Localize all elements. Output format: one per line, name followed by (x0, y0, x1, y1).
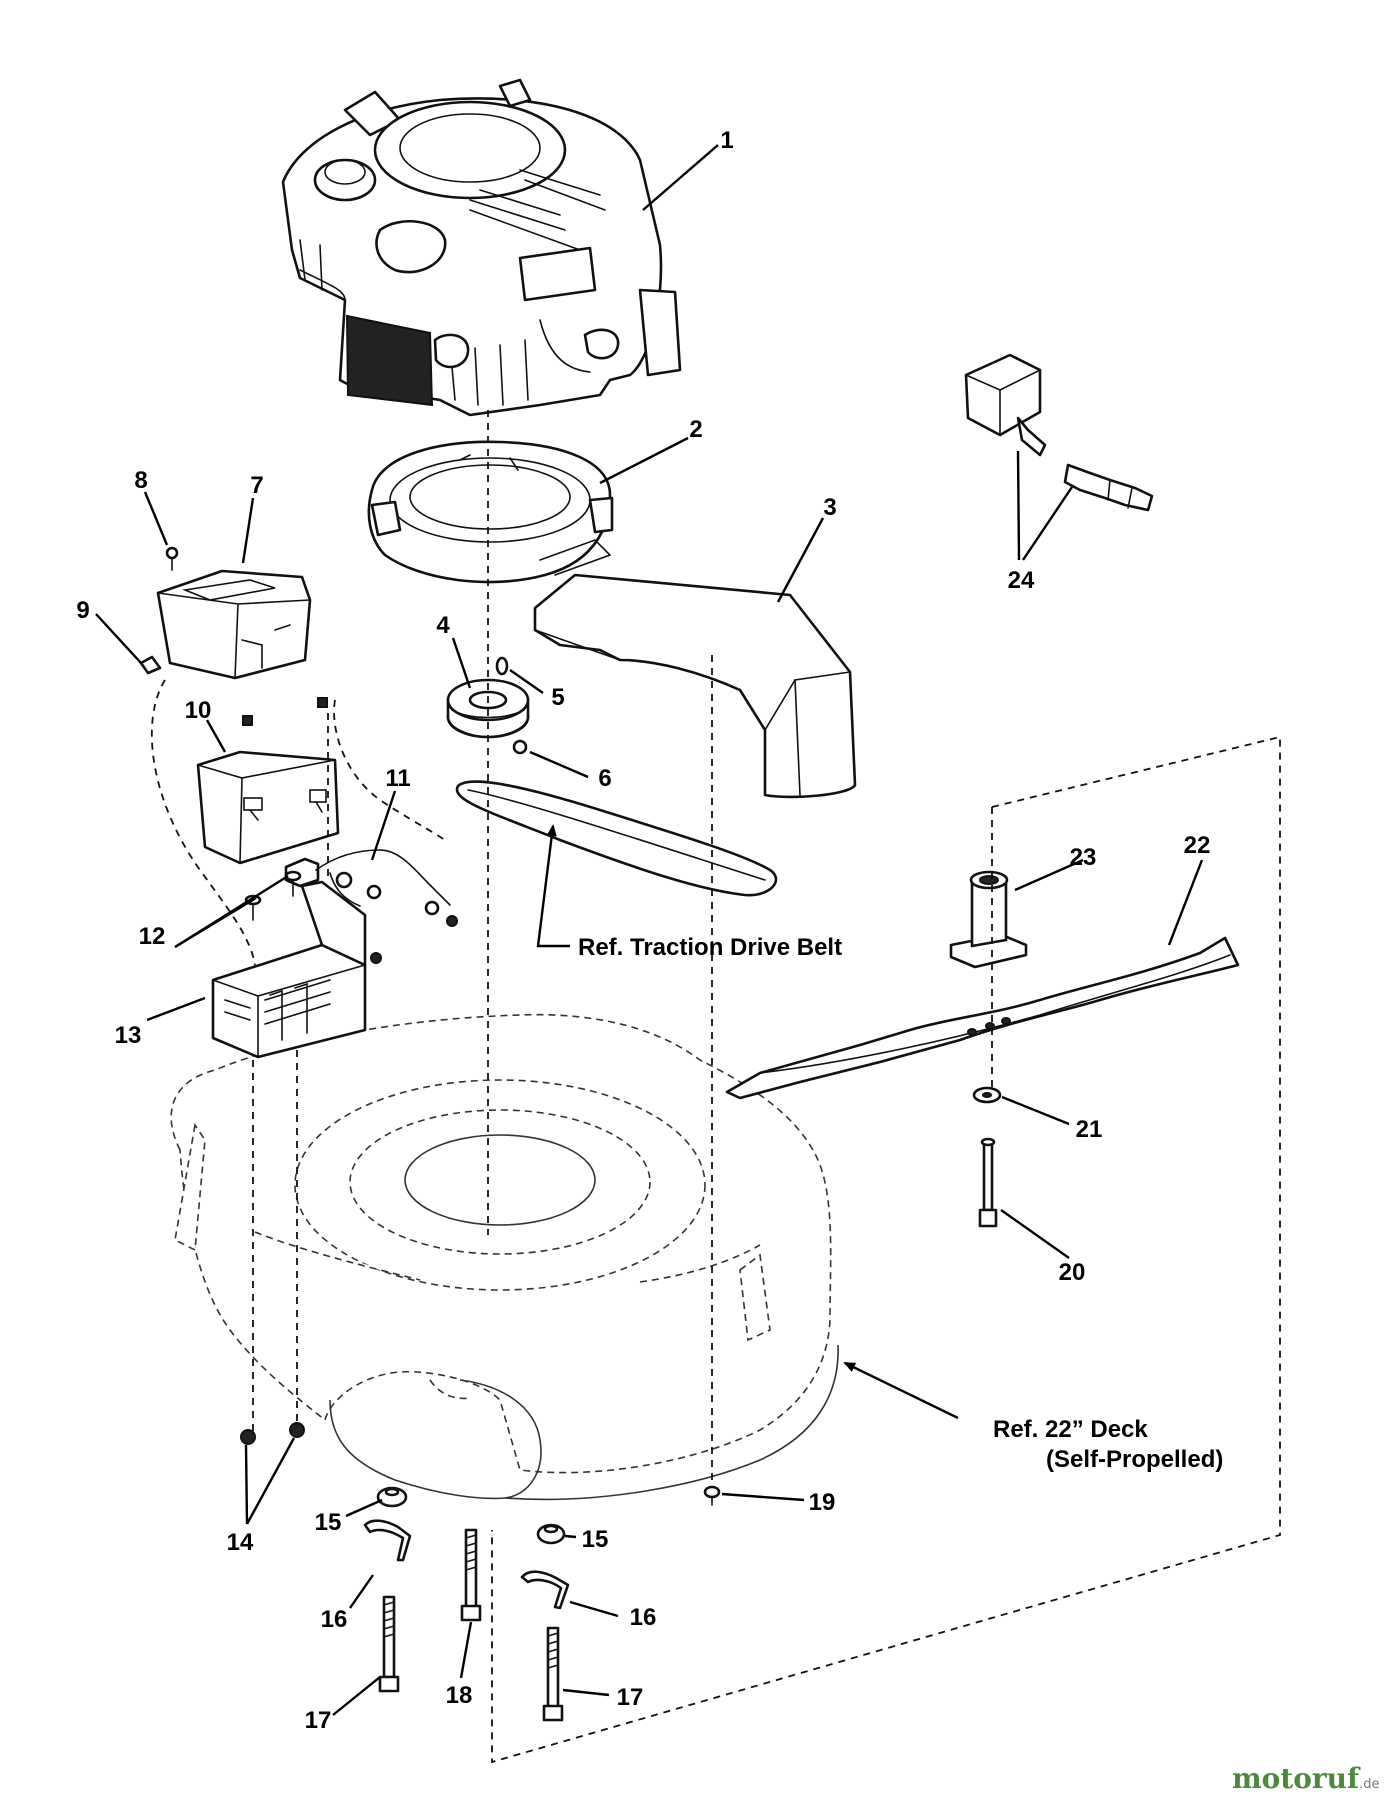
callout-16a: 16 (321, 1606, 348, 1633)
blower-housing (367, 440, 614, 584)
callout-23: 23 (1070, 844, 1097, 871)
nut-14a (240, 1429, 256, 1445)
callout-14: 14 (227, 1529, 254, 1556)
svg-text:motoruf.de: motoruf.de (1232, 1762, 1379, 1795)
terminal-nut-b (317, 697, 328, 708)
bolt-17b (542, 1626, 564, 1722)
callout-17b: 17 (617, 1684, 644, 1711)
callout-2: 2 (689, 416, 702, 443)
battery (196, 750, 340, 865)
callout-labels: 1 2 3 4 5 6 7 8 9 10 11 12 13 14 15 15 1… (76, 127, 1210, 1734)
nut-14b (289, 1422, 305, 1438)
callout-24: 24 (1008, 567, 1035, 594)
spacer-15a (376, 1486, 408, 1508)
callout-19: 19 (809, 1489, 836, 1516)
callout-8: 8 (134, 467, 147, 494)
callout-16b: 16 (630, 1604, 657, 1631)
callout-1: 1 (720, 127, 733, 154)
blade-washer (972, 1086, 1002, 1104)
callout-13: 13 (115, 1022, 142, 1049)
pulley-key (495, 656, 509, 676)
ref-deck-line2: (Self-Propelled) (1046, 1446, 1223, 1473)
engine (281, 78, 682, 417)
screw-19 (703, 1485, 721, 1506)
blade-adapter (949, 870, 1028, 969)
callout-3: 3 (823, 494, 836, 521)
callout-9: 9 (76, 597, 89, 624)
callout-22: 22 (1184, 832, 1211, 859)
charger-plug (964, 353, 1047, 457)
bolt-17a (378, 1595, 400, 1693)
hook-16a (363, 1519, 412, 1562)
callout-6: 6 (598, 765, 611, 792)
callout-10: 10 (185, 697, 212, 724)
callout-7: 7 (250, 472, 263, 499)
callout-4: 4 (436, 612, 450, 639)
traction-drive-belt (455, 780, 778, 897)
callout-18: 18 (446, 1682, 473, 1709)
cover-screw (165, 546, 179, 571)
callout-17a: 17 (305, 1707, 332, 1734)
callout-5: 5 (551, 684, 564, 711)
mower-deck-reference (170, 1013, 839, 1501)
bolt-18 (460, 1528, 482, 1622)
reference-arrows (536, 824, 959, 1420)
leader-lines (95, 144, 1204, 1716)
cover-clip (139, 655, 162, 675)
callout-12: 12 (139, 923, 166, 950)
callout-15a: 15 (315, 1509, 342, 1536)
set-screw (512, 739, 528, 755)
watermark-logo: motoruf.de (1232, 1762, 1379, 1795)
spacer-15b (536, 1523, 566, 1545)
callout-20: 20 (1059, 1259, 1086, 1286)
assembly-guides (150, 410, 1281, 1764)
battery-tray (211, 880, 367, 1059)
terminal-nut-a (242, 715, 253, 726)
battery-cover (156, 569, 312, 680)
callout-15b: 15 (582, 1526, 609, 1553)
ref-deck-line1: Ref. 22” Deck (993, 1416, 1148, 1443)
mower-blade (725, 936, 1240, 1100)
callout-11: 11 (385, 765, 410, 792)
belt-cover (533, 573, 857, 799)
ref-traction-drive-belt: Ref. Traction Drive Belt (578, 934, 842, 961)
hook-16b (520, 1570, 570, 1610)
connector-clip (1063, 463, 1154, 512)
callout-21: 21 (1076, 1116, 1103, 1143)
reference-notes: Ref. Traction Drive Belt Ref. 22” Deck (… (578, 934, 1223, 1473)
blade-bolt (978, 1137, 998, 1228)
